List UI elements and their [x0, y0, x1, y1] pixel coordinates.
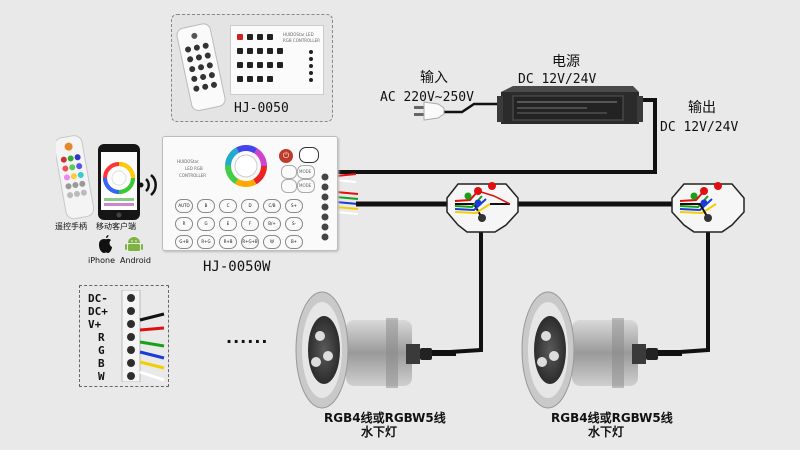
ctl-btn-1[interactable]: AUTO [175, 199, 193, 213]
ctl-btn-3[interactable]: C [219, 199, 237, 213]
output-rating: DC 12V/24V [660, 120, 739, 135]
input-range: AC 220V~250V [380, 90, 474, 105]
legend-label-g: G [98, 344, 105, 357]
underwater-light-1 [295, 291, 456, 409]
drop-cable-1 [449, 232, 483, 354]
power-supply-title: 电源 [552, 54, 580, 70]
iphone-label: iPhone [88, 256, 116, 265]
ctl-btn-12[interactable]: S- [285, 217, 303, 231]
ctl-btn-4[interactable]: D [241, 199, 259, 213]
side-button-label-2: MODE [299, 183, 312, 188]
mobile-client-label: 移动客户端 [96, 222, 136, 231]
mini-panel-buttons [237, 34, 313, 82]
legend-label-dcplus: DC+ [88, 305, 108, 318]
controller-line1: LED RGB [185, 166, 203, 171]
legend-label-vplus: V+ [88, 318, 102, 331]
side-button-1[interactable] [297, 165, 315, 179]
light-1-caption-line1: RGB4线或RGBW5线 [324, 411, 446, 425]
lead-white [335, 211, 359, 215]
legend-label-w: W [98, 370, 105, 383]
ctl-btn-11[interactable]: B/+ [263, 217, 281, 231]
ctl-btn-15[interactable]: R+B [219, 235, 237, 249]
side-button-2[interactable] [297, 179, 315, 193]
controller-button-grid: AUTO B C D C/B S+ R G E F B/+ S- G+B R+G… [175, 199, 309, 249]
ctl-btn-10[interactable]: F [241, 217, 259, 231]
lead-red-top [335, 173, 357, 177]
controller-terminal-strip [321, 173, 329, 241]
legend-labels: DC- DC+ V+ R G B W [88, 292, 118, 383]
power-supply-unit [497, 86, 643, 124]
ctl-btn-13[interactable]: G+B [175, 235, 193, 249]
legend-label-dcminus: DC- [88, 292, 108, 305]
android-label: Android [120, 256, 151, 265]
legend-label-b: B [98, 357, 105, 370]
ctl-btn-16[interactable]: R+G+B [241, 235, 259, 249]
legend-label-r: R [98, 331, 105, 344]
power-supply-rating: DC 12V/24V [518, 72, 597, 87]
light-1-caption-line2: 水下灯 [360, 425, 397, 439]
remote-kit-box: HUIDOStar LED RGB CONTROLLER HJ-0050 [171, 14, 333, 122]
side-button-3[interactable] [281, 165, 297, 179]
ctl-btn-18[interactable]: B+ [285, 235, 303, 249]
rf-remote-icon [56, 135, 94, 220]
ctl-btn-7[interactable]: R [175, 217, 193, 231]
wireless-signal-icon [138, 174, 157, 196]
controller-line2: CONTROLLER [179, 173, 207, 178]
mini-panel-brand: HUIDOStar LED [283, 32, 314, 37]
wall-controller-model: HJ-0050W [203, 259, 271, 275]
side-button-4[interactable] [281, 179, 297, 193]
handheld-remote-label: 遥控手柄 [55, 222, 87, 231]
power-output-cable [338, 98, 657, 174]
output-title: 输出 [688, 100, 716, 116]
ctl-btn-6[interactable]: S+ [285, 199, 303, 213]
lead-white-top [335, 179, 357, 183]
power-button[interactable]: ⏻ [279, 149, 293, 163]
smartphone-icon [98, 144, 140, 220]
color-wheel-icon [225, 145, 267, 187]
handheld-remote-icon [176, 23, 226, 112]
android-logo-icon [125, 237, 143, 251]
ac-plug-icon [414, 101, 445, 121]
legend-terminal-block [121, 290, 165, 382]
ctl-btn-2[interactable]: B [197, 199, 215, 213]
light-2-caption-line1: RGB4线或RGBW5线 [551, 411, 673, 425]
lead-green [335, 196, 359, 200]
power-input-cable [440, 102, 498, 114]
lead-red [335, 191, 359, 195]
ctl-btn-14[interactable]: R+G [197, 235, 215, 249]
ctl-btn-9[interactable]: E [219, 217, 237, 231]
apple-logo-icon [99, 235, 112, 253]
light-2-caption-line2: 水下灯 [587, 425, 624, 439]
ctl-btn-5[interactable]: C/B [263, 199, 281, 213]
mode-button-top[interactable] [299, 147, 319, 163]
ctl-btn-17[interactable]: W [263, 235, 281, 249]
underwater-light-2 [521, 291, 682, 409]
ctl-btn-8[interactable]: G [197, 217, 215, 231]
lead-blue [335, 201, 359, 205]
ellipsis-more-lights: ...... [226, 328, 269, 347]
side-button-label-1: MODE [299, 169, 312, 174]
input-title: 输入 [420, 70, 448, 86]
controller-brand: HUIDOStar [177, 159, 199, 164]
drop-cable-2 [679, 232, 710, 354]
mini-controller-panel: HUIDOStar LED RGB CONTROLLER [230, 25, 324, 95]
wiring-legend: DC- DC+ V+ R G B W [79, 285, 169, 387]
junction-box-2 [671, 182, 745, 233]
wall-controller: HUIDOStar LED RGB CONTROLLER ⏻ MODE MODE… [162, 136, 338, 251]
lead-yellow [335, 206, 359, 210]
remote-kit-model: HJ-0050 [234, 101, 289, 116]
junction-box-1 [446, 182, 519, 233]
mini-panel-label: RGB CONTROLLER [283, 38, 320, 43]
